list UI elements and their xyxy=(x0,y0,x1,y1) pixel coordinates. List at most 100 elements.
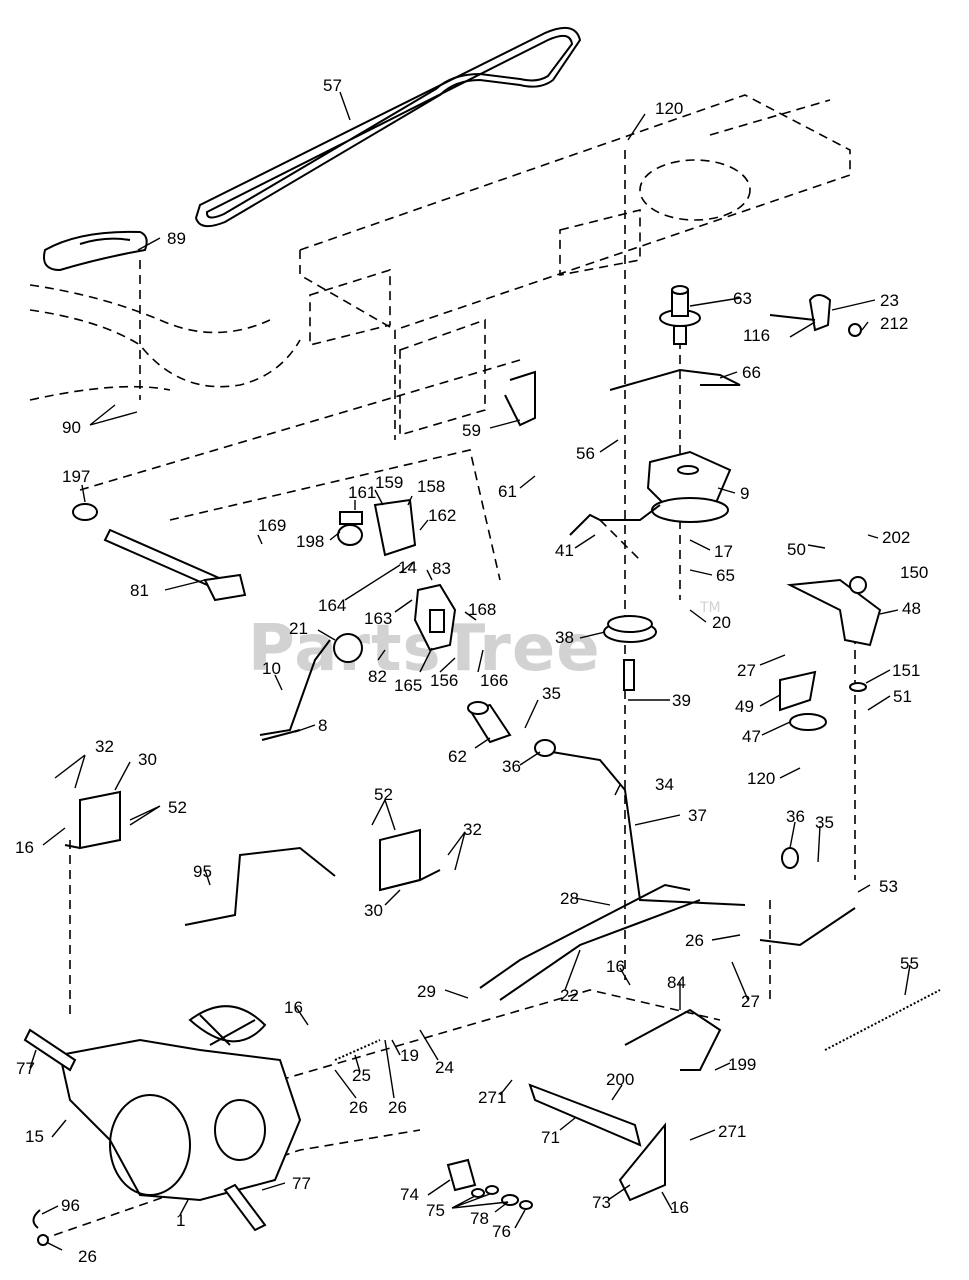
fender-cover xyxy=(43,230,148,272)
label-89: 89 xyxy=(167,229,186,248)
label-52b: 52 xyxy=(374,785,393,804)
label-20: 20 xyxy=(712,613,731,632)
label-14: 14 xyxy=(398,558,417,577)
rod-53 xyxy=(759,907,856,947)
label-24: 24 xyxy=(435,1058,454,1077)
label-66: 66 xyxy=(742,363,761,382)
rod-95 xyxy=(184,846,336,926)
knob-21 xyxy=(333,633,363,663)
label-23: 23 xyxy=(880,291,899,310)
plate-73 xyxy=(618,1122,666,1202)
label-71: 71 xyxy=(541,1128,560,1147)
bushing-62 xyxy=(467,701,512,744)
label-35a: 35 xyxy=(542,684,561,703)
shaft-81 xyxy=(72,503,247,602)
label-35b: 35 xyxy=(815,813,834,832)
label-83: 83 xyxy=(432,559,451,578)
label-27b: 27 xyxy=(741,992,760,1011)
label-10: 10 xyxy=(262,659,281,678)
label-161: 161 xyxy=(348,483,376,502)
idler-pulley-47 xyxy=(779,670,827,731)
label-1: 1 xyxy=(176,1211,185,1230)
label-15: 15 xyxy=(25,1127,44,1146)
engine-pulley-38 xyxy=(603,615,657,691)
label-63: 63 xyxy=(733,289,752,308)
label-78: 78 xyxy=(470,1209,489,1228)
label-47: 47 xyxy=(742,727,761,746)
label-165: 165 xyxy=(394,676,422,695)
label-202: 202 xyxy=(882,528,910,547)
label-30b: 30 xyxy=(364,901,383,920)
spring-rod-66 xyxy=(609,368,741,391)
label-212: 212 xyxy=(880,314,908,333)
label-96: 96 xyxy=(61,1196,80,1215)
idler-arm xyxy=(786,576,882,692)
label-55: 55 xyxy=(900,954,919,973)
label-16b: 16 xyxy=(606,957,625,976)
label-84: 84 xyxy=(667,973,686,992)
label-57: 57 xyxy=(323,76,342,95)
spring-25 xyxy=(334,1039,381,1061)
label-164: 164 xyxy=(318,596,346,615)
watermark-trademark: TM xyxy=(699,600,721,616)
label-59: 59 xyxy=(462,421,481,440)
label-53: 53 xyxy=(879,877,898,896)
label-73: 73 xyxy=(592,1193,611,1212)
label-17: 17 xyxy=(714,542,733,561)
label-28: 28 xyxy=(560,889,579,908)
label-37: 37 xyxy=(688,806,707,825)
washer-36b xyxy=(781,847,799,869)
label-271b: 271 xyxy=(718,1122,746,1141)
label-52a: 52 xyxy=(168,798,187,817)
bracket-23 xyxy=(769,294,862,337)
label-30a: 30 xyxy=(138,750,157,769)
label-8: 8 xyxy=(318,716,327,735)
label-120a: 120 xyxy=(655,99,683,118)
label-26c: 26 xyxy=(388,1098,407,1117)
label-26b: 26 xyxy=(349,1098,368,1117)
label-38: 38 xyxy=(555,628,574,647)
assembly-lines xyxy=(39,150,856,1241)
label-32b: 32 xyxy=(463,820,482,839)
tractor-frame xyxy=(299,94,851,440)
bracket-30-left xyxy=(64,790,121,850)
leader-lines xyxy=(29,91,911,1251)
label-156: 156 xyxy=(430,671,458,690)
label-198: 198 xyxy=(296,532,324,551)
label-26d: 26 xyxy=(78,1247,97,1266)
fender-outline xyxy=(29,284,301,401)
rod-41 xyxy=(569,504,661,536)
bracket-165 xyxy=(413,583,457,652)
label-95: 95 xyxy=(193,862,212,881)
label-16a: 16 xyxy=(15,838,34,857)
label-158: 158 xyxy=(417,477,445,496)
idler-pulley-63 xyxy=(659,285,701,345)
label-21: 21 xyxy=(289,619,308,638)
bracket-59 xyxy=(504,370,536,427)
label-82: 82 xyxy=(368,667,387,686)
label-116: 116 xyxy=(743,326,770,345)
label-169: 169 xyxy=(258,516,286,535)
electric-clutch-9 xyxy=(646,450,732,523)
label-39: 39 xyxy=(672,691,691,710)
label-120b: 120 xyxy=(747,769,775,788)
label-26a: 26 xyxy=(685,931,704,950)
label-77b: 77 xyxy=(292,1174,311,1193)
label-197: 197 xyxy=(62,467,90,486)
rod-28 xyxy=(479,883,691,989)
spring-55 xyxy=(824,989,941,1051)
label-159: 159 xyxy=(375,473,403,492)
label-22: 22 xyxy=(560,986,579,1005)
label-29: 29 xyxy=(417,982,436,1001)
label-25: 25 xyxy=(352,1066,371,1085)
label-32a: 32 xyxy=(95,737,114,756)
washer-26-bottom xyxy=(37,1234,49,1246)
plate-71 xyxy=(528,1083,642,1147)
label-27a: 27 xyxy=(737,661,756,680)
label-76: 76 xyxy=(492,1222,511,1241)
label-61: 61 xyxy=(498,482,517,501)
label-81: 81 xyxy=(130,581,149,600)
shaft-34 xyxy=(539,749,746,906)
